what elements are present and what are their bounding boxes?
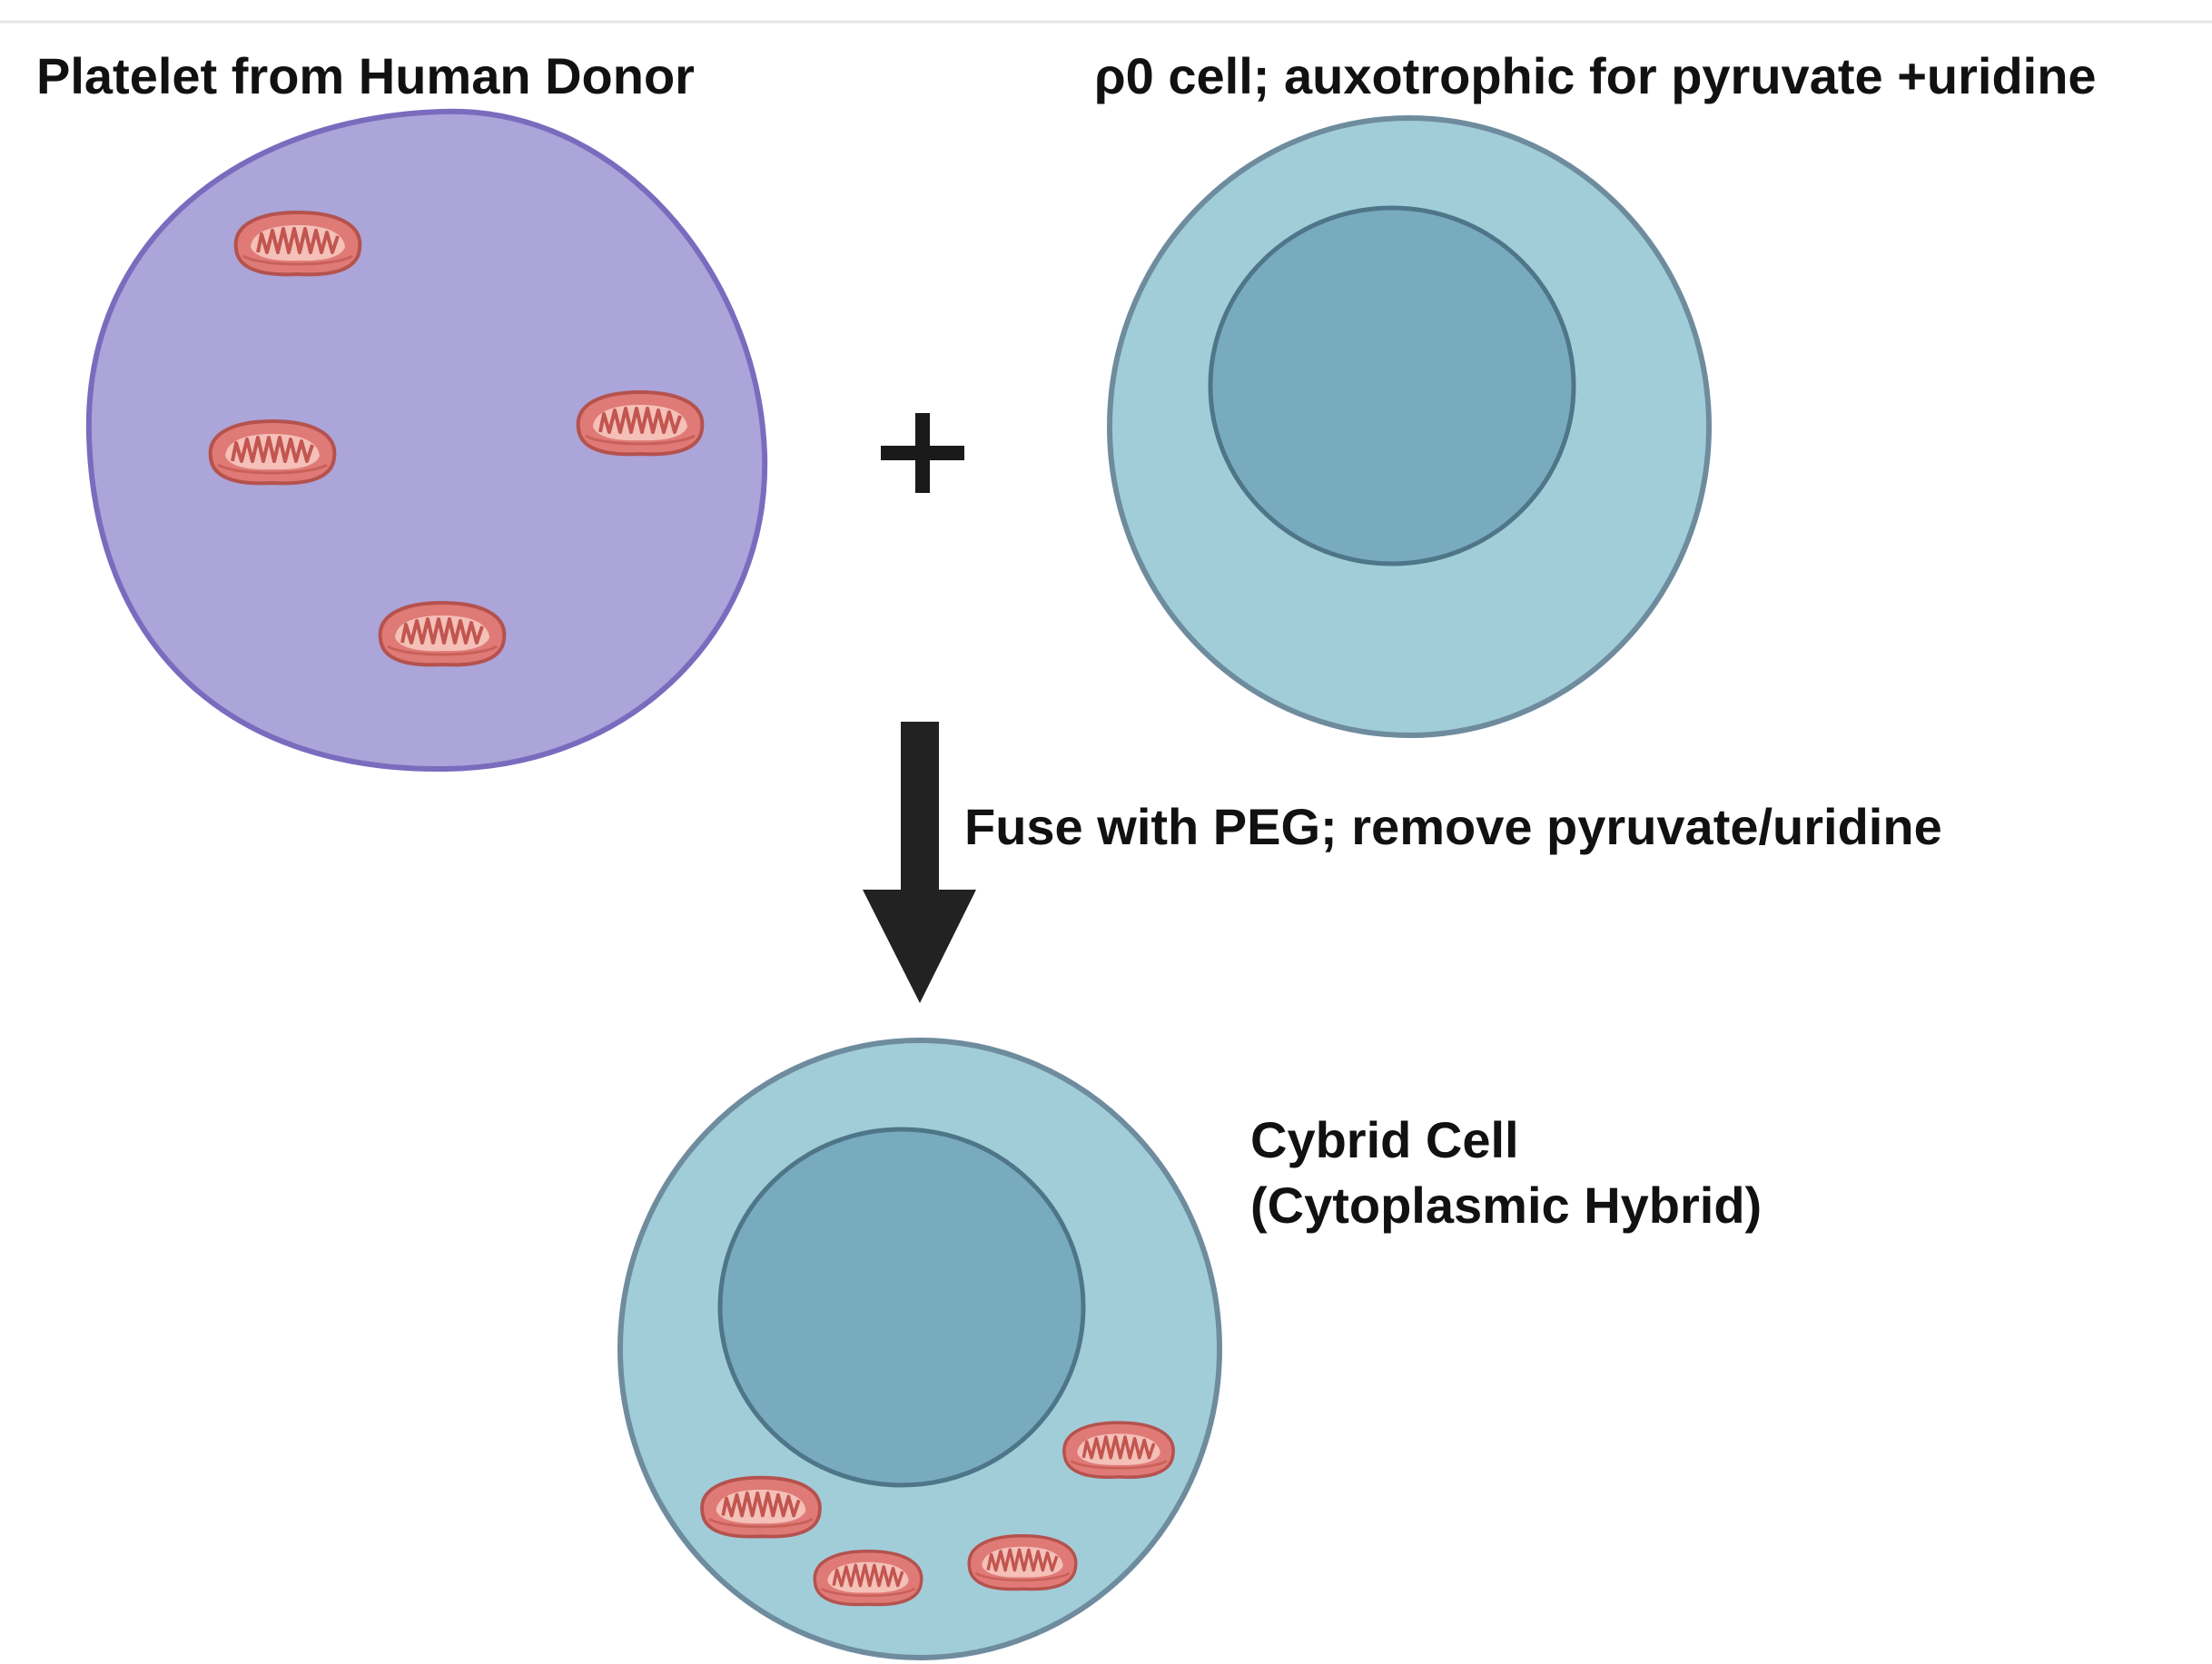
mitochondrion-icon [378, 601, 507, 667]
rho0-cell [1107, 115, 1712, 738]
fuse-label: Fuse with PEG; remove pyruvate/uridine [964, 798, 1942, 855]
platelet-membrane [85, 108, 768, 773]
cybrid-label-line1: Cybrid Cell [1250, 1111, 1519, 1168]
rho0-cell-label: ρ0 cell; auxotrophic for pyruvate +uridi… [1094, 47, 2097, 104]
mitochondrion-icon [700, 1475, 822, 1539]
mitochondrion-icon [233, 211, 362, 277]
mitochondrion-icon [576, 390, 705, 457]
cybrid-label-line2: (Cytoplasmic Hybrid) [1250, 1177, 1762, 1234]
platelet-cell [85, 108, 768, 773]
mitochondrion-icon [1062, 1421, 1175, 1479]
mitochondrion-icon [208, 419, 337, 486]
platelet-label: Platelet from Human Donor [36, 47, 695, 104]
mitochondrion-icon [967, 1534, 1078, 1591]
plus-icon [881, 413, 964, 493]
cybrid-nucleus [717, 1127, 1086, 1488]
cybrid-cell [617, 1038, 1222, 1660]
mitochondrion-icon [813, 1550, 923, 1607]
rho0-nucleus [1208, 205, 1576, 566]
arrow-down-icon [863, 722, 976, 1003]
